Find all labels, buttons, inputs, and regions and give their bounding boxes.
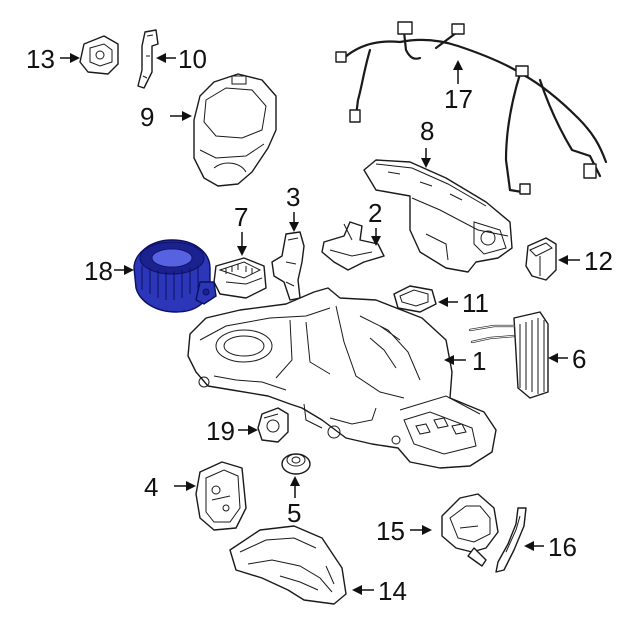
part-4-actuator[interactable] xyxy=(195,461,247,531)
callout-label: 4 xyxy=(144,472,158,502)
callout-label: 14 xyxy=(378,576,407,606)
callout-1: 1 xyxy=(444,346,486,376)
part-1-hvac-case[interactable] xyxy=(187,287,497,469)
callout-12: 12 xyxy=(558,246,613,276)
part-17-wiring-harness[interactable] xyxy=(335,21,608,195)
part-2-bracket[interactable] xyxy=(321,221,385,271)
callout-label: 19 xyxy=(206,416,235,446)
part-6-heater-core[interactable] xyxy=(468,311,549,399)
callout-label: 15 xyxy=(376,516,405,546)
part-14-floor-duct[interactable] xyxy=(229,525,347,605)
part-15-bracket[interactable] xyxy=(441,493,499,567)
callout-3: 3 xyxy=(286,182,300,232)
callout-label: 12 xyxy=(584,246,613,276)
callout-11: 11 xyxy=(438,288,489,318)
part-13-actuator[interactable] xyxy=(79,35,119,75)
callout-label: 8 xyxy=(420,116,434,146)
callout-label: 10 xyxy=(178,44,207,74)
callout-16: 16 xyxy=(524,532,577,562)
callout-label: 17 xyxy=(444,84,473,114)
callout-8: 8 xyxy=(420,116,434,168)
part-10-bracket[interactable] xyxy=(137,29,159,89)
callout-17: 17 xyxy=(444,60,473,114)
callout-label: 5 xyxy=(287,498,301,528)
callout-19: 19 xyxy=(206,416,258,446)
callout-label: 16 xyxy=(548,532,577,562)
callout-label: 3 xyxy=(286,182,300,212)
callout-13: 13 xyxy=(26,44,80,74)
part-9-blower-case[interactable] xyxy=(193,73,277,187)
part-12-module[interactable] xyxy=(525,237,557,281)
callout-18: 18 xyxy=(84,256,134,286)
part-5-grommet[interactable] xyxy=(281,453,311,475)
part-19-actuator[interactable] xyxy=(257,407,289,443)
part-11-door[interactable] xyxy=(393,285,437,313)
callout-2: 2 xyxy=(368,198,382,246)
callout-5: 5 xyxy=(287,476,301,528)
callout-7: 7 xyxy=(234,202,248,256)
callout-4: 4 xyxy=(144,472,196,502)
part-3-duct[interactable] xyxy=(271,231,305,301)
callout-label: 6 xyxy=(572,344,586,374)
callout-10: 10 xyxy=(156,44,207,74)
callout-15: 15 xyxy=(376,516,432,546)
callout-label: 9 xyxy=(140,102,154,132)
part-8-housing[interactable] xyxy=(363,159,513,273)
part-18-blower-motor[interactable] xyxy=(133,239,217,313)
callout-6: 6 xyxy=(548,344,586,374)
part-7-module[interactable] xyxy=(213,257,267,299)
callout-label: 7 xyxy=(234,202,248,232)
part-16-rod[interactable] xyxy=(495,507,527,573)
callout-label: 2 xyxy=(368,198,382,228)
callout-label: 11 xyxy=(462,288,489,318)
callout-label: 1 xyxy=(472,346,486,376)
callout-label: 18 xyxy=(84,256,113,286)
callout-label: 13 xyxy=(26,44,55,74)
callout-9: 9 xyxy=(140,102,192,132)
callout-14: 14 xyxy=(352,576,407,606)
